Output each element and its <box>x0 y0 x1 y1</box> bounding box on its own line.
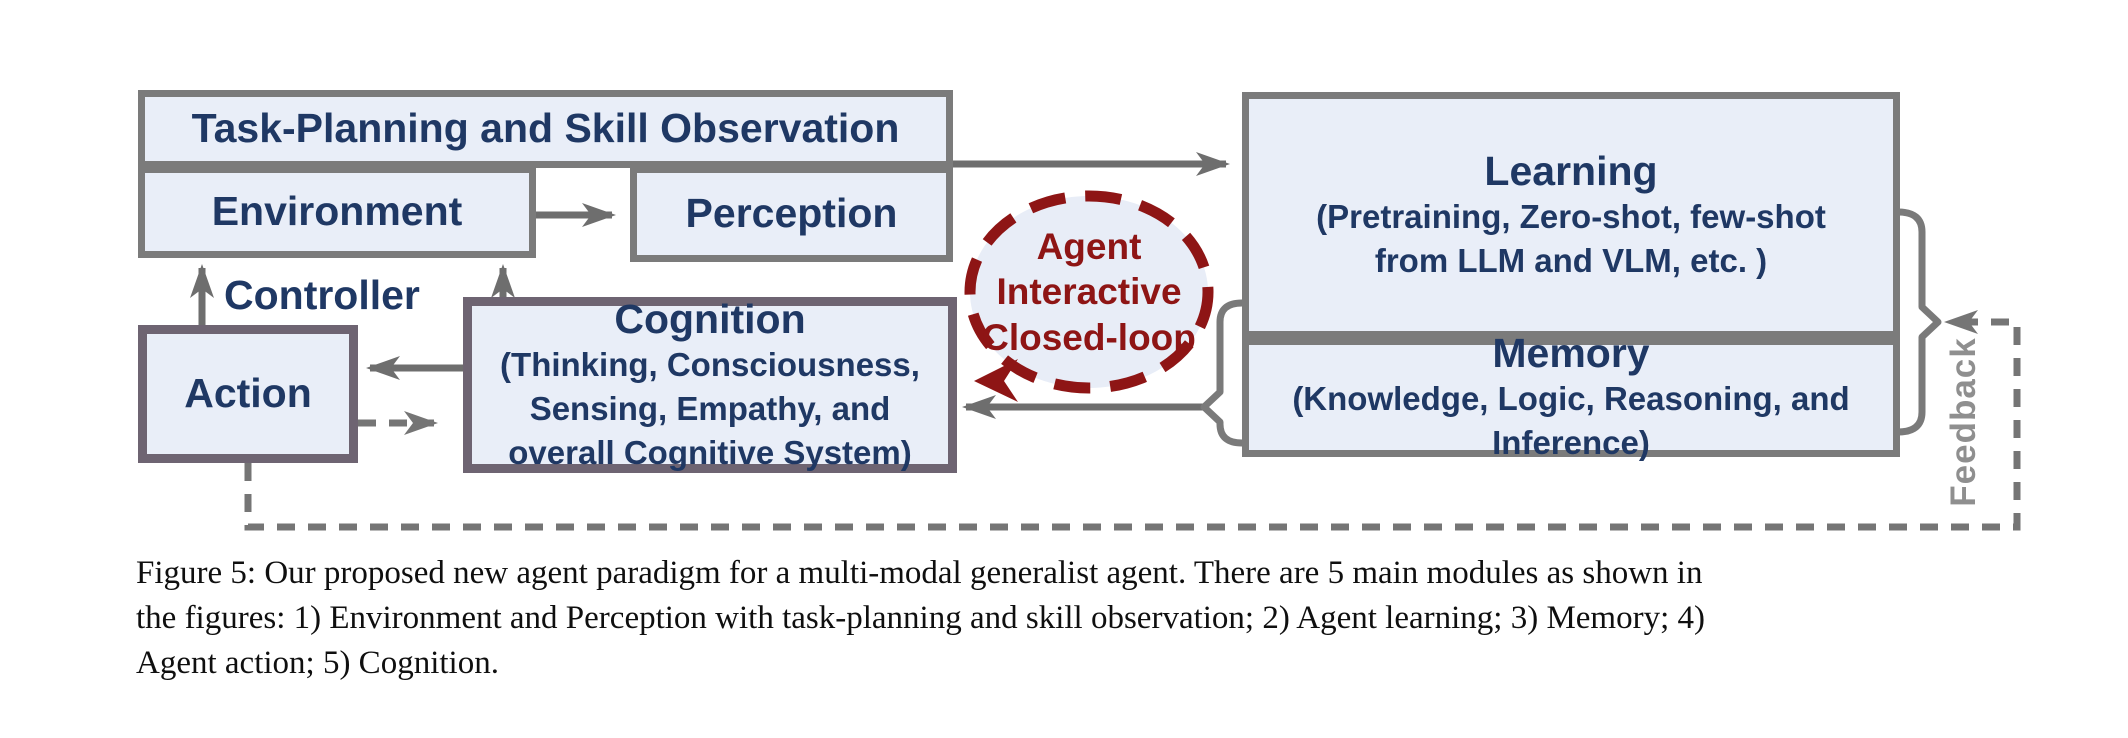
controller-label: Controller <box>224 272 420 318</box>
perception-title: Perception <box>685 190 898 237</box>
caption-line: Figure 5: Our proposed new agent paradig… <box>136 555 1703 591</box>
left-brace-learning-memory <box>1200 299 1243 447</box>
learning-subline: from LLM and VLM, etc. ) <box>1374 241 1768 279</box>
perception-box: Perception <box>630 166 953 262</box>
agent-loop-label: Agent Interactive Closed-loop <box>959 202 1219 382</box>
right-brace-learning-memory <box>1897 208 1942 436</box>
figure-caption: Figure 5: Our proposed new agent paradig… <box>136 551 2041 686</box>
cognition-subline: Sensing, Empathy, and <box>529 389 891 427</box>
caption-line: the figures: 1) Environment and Percepti… <box>136 600 1705 636</box>
dashed-feedback-loop <box>244 310 2021 531</box>
task-planning-title: Task-Planning and Skill Observation <box>191 105 900 152</box>
cognition-title: Cognition <box>614 295 806 342</box>
action-box: Action <box>138 325 358 463</box>
environment-title: Environment <box>211 188 463 235</box>
cognition-subline: (Thinking, Consciousness, <box>500 345 920 383</box>
caption-line: Agent action; 5) Cognition. <box>136 645 499 681</box>
memory-box: Memory (Knowledge, Logic, Reasoning, and… <box>1242 330 1900 461</box>
agent-loop-label-line: Agent <box>1036 225 1142 267</box>
cognition-subline: overall Cognitive System) <box>508 433 912 471</box>
agent-loop-label-line: Interactive <box>996 271 1182 313</box>
cognition-box: Cognition (Thinking, Consciousness, Sens… <box>463 295 957 473</box>
environment-box: Environment <box>138 166 536 258</box>
memory-title: Memory <box>1492 330 1650 377</box>
task-planning-box: Task-Planning and Skill Observation <box>138 90 953 168</box>
agent-loop-arrowhead-icon <box>974 359 1018 402</box>
learning-title: Learning <box>1484 147 1658 194</box>
agent-loop-label-line: Closed-loop <box>982 316 1196 358</box>
learning-subline: (Pretraining, Zero-shot, few-shot <box>1316 197 1826 235</box>
action-title: Action <box>184 370 312 417</box>
learning-box: Learning (Pretraining, Zero-shot, few-sh… <box>1242 92 1900 338</box>
memory-subline: (Knowledge, Logic, Reasoning, and Infere… <box>1292 380 1850 462</box>
agent-loop-ellipse <box>964 190 1214 394</box>
feedback-label: Feedback <box>1944 337 1983 507</box>
